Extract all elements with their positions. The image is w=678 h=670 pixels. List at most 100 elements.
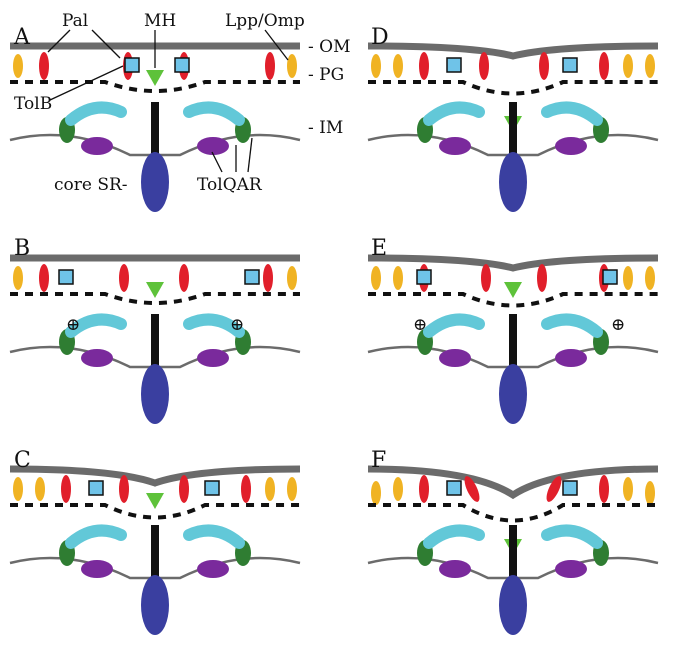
plus-sign-e-right: ⊕ — [611, 315, 625, 335]
pal-2 — [539, 52, 549, 80]
pal-0 — [39, 52, 49, 80]
tolb-label: TolB — [14, 94, 52, 114]
pal-3 — [265, 52, 275, 80]
outer-membrane — [367, 42, 659, 60]
tolr-arm-0 — [65, 524, 127, 549]
lpp-omp-left-1 — [287, 477, 297, 501]
lpp-omp-extra-r — [623, 54, 633, 78]
pal-3 — [241, 475, 251, 503]
panel-letter-c: C — [14, 448, 31, 473]
plus-sign-b-left: ⊕ — [66, 315, 80, 335]
core-sr-body — [141, 364, 169, 424]
lpp-omp-extra-r — [623, 477, 633, 501]
tolb-square-1 — [602, 269, 618, 285]
tolr-arm-1 — [541, 524, 603, 549]
tolb-square-1 — [204, 480, 220, 496]
lpp-omp-left-0 — [371, 266, 381, 290]
pal-label: Pal — [62, 11, 88, 31]
pal-3 — [263, 264, 273, 292]
tolb-square-1 — [562, 480, 578, 496]
panel-e — [367, 254, 659, 424]
om-label: - OM — [308, 37, 351, 57]
tolb-square-0 — [58, 269, 74, 285]
core-stalk — [151, 525, 159, 583]
outer-membrane — [9, 465, 301, 487]
pal-0 — [61, 475, 71, 503]
tola-0 — [81, 137, 113, 155]
plus-sign-e-left: ⊕ — [413, 315, 427, 335]
mh-triangle — [504, 282, 522, 298]
pal-0 — [419, 52, 429, 80]
tolr-arm-1 — [183, 524, 245, 549]
core-stalk — [151, 314, 159, 372]
tola-1 — [555, 560, 587, 578]
lpp-omp-left-0 — [13, 54, 23, 78]
core-sr-body — [141, 575, 169, 635]
lpp-omp-extra-l — [393, 54, 403, 78]
mh-label: MH — [144, 11, 176, 31]
pal-1 — [119, 475, 129, 503]
tola-0 — [439, 349, 471, 367]
lpp-omp-left-1 — [645, 266, 655, 290]
pal-2 — [537, 264, 547, 292]
pal-0 — [419, 475, 429, 503]
panel-d — [367, 42, 659, 212]
lpp-omp-left-1 — [287, 266, 297, 290]
plus-sign-b-right: ⊕ — [230, 315, 244, 335]
tola-1 — [197, 137, 229, 155]
tolr-arm-0 — [65, 101, 127, 126]
tolb-square-0 — [88, 480, 104, 496]
tolr-arm-0 — [423, 101, 485, 126]
lpp-omp-extra-l — [393, 477, 403, 501]
tolr-arm-0 — [423, 524, 485, 549]
panels-layer — [9, 42, 659, 635]
pal-2 — [546, 476, 562, 502]
peptidoglycan — [368, 80, 658, 96]
core-stalk — [509, 525, 517, 583]
lpp-omp-left-0 — [13, 266, 23, 290]
panel-f — [367, 465, 659, 635]
lpp-omp-left-0 — [13, 477, 23, 501]
panel-letter-f: F — [371, 448, 386, 473]
panel-letter-a: A — [13, 25, 31, 50]
tola-0 — [439, 560, 471, 578]
pal-2 — [179, 475, 189, 503]
pal-0 — [39, 264, 49, 292]
tolr-arm-0 — [423, 313, 485, 338]
tola-0 — [81, 349, 113, 367]
core-stalk — [151, 102, 159, 160]
lpp-omp-left-1 — [645, 54, 655, 78]
tolr-arm-1 — [183, 313, 245, 338]
pal-3 — [599, 475, 609, 503]
lpp-omp-extra-r — [623, 266, 633, 290]
core-stalk — [509, 314, 517, 372]
mh-triangle — [146, 493, 164, 509]
core-stalk — [509, 102, 517, 160]
tolr-arm-1 — [183, 101, 245, 126]
core-sr-label: core SR- — [54, 175, 128, 195]
panel-letter-e: E — [371, 236, 387, 261]
pal-1 — [119, 264, 129, 292]
tolb-square-0 — [446, 57, 462, 73]
lpp-omp-extra-r — [265, 477, 275, 501]
panel-c — [9, 465, 301, 635]
tola-1 — [197, 349, 229, 367]
tolr-arm-0 — [65, 313, 127, 338]
lpp-omp-left-1 — [645, 481, 655, 505]
panel-b — [9, 254, 301, 424]
tolb-square-1 — [174, 57, 190, 73]
pal-2 — [179, 264, 189, 292]
annotation-leader-lines — [47, 29, 289, 173]
peptidoglycan — [368, 503, 658, 523]
lpp-omp-extra-l — [35, 477, 45, 501]
tolr-arm-1 — [541, 313, 603, 338]
lpp-omp-left-0 — [371, 481, 381, 505]
tola-1 — [555, 137, 587, 155]
pal-1 — [481, 264, 491, 292]
pal-1 — [464, 476, 480, 502]
tolb-square-1 — [562, 57, 578, 73]
outer-membrane — [367, 254, 659, 272]
pal-1 — [479, 52, 489, 80]
